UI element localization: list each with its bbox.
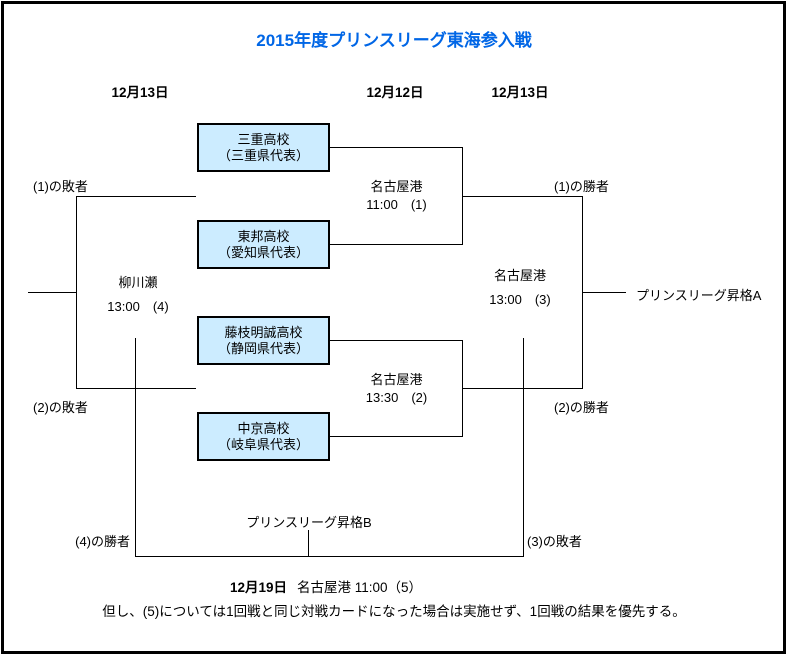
page-title: 2015年度プリンスリーグ東海参入戦 <box>256 31 532 50</box>
team-prefecture: （三重県代表） <box>217 147 309 163</box>
final-match-date: 12月19日 <box>229 580 287 595</box>
line-team2-to-match1 <box>330 244 462 245</box>
line-match2-winner <box>462 388 582 389</box>
label-winner-4: (4)の勝者 <box>75 534 130 549</box>
line-match3-winner-promotion-a <box>582 292 626 293</box>
line-team3-to-match2 <box>330 340 462 341</box>
match-venue: 名古屋港 <box>370 372 423 387</box>
match-4-label: 柳川瀬 13:00 (4) <box>73 275 203 315</box>
team-name: 中京高校 <box>237 420 290 436</box>
match-time: 13:00 (3) <box>489 292 551 307</box>
match-time: 11:00 (1) <box>366 197 427 212</box>
label-loser-3: (3)の敗者 <box>527 534 582 549</box>
label-loser-2: (2)の敗者 <box>33 400 88 415</box>
line-match5-horizontal <box>135 556 524 557</box>
match-3-label: 名古屋港 13:00 (3) <box>455 268 585 308</box>
date-header-right: 12月13日 <box>491 85 549 100</box>
team-box-toho: 東邦高校 （愛知県代表） <box>197 220 330 269</box>
team-prefecture: （静岡県代表） <box>217 340 309 356</box>
team-box-fujieda-meisei: 藤枝明誠高校 （静岡県代表） <box>197 316 330 365</box>
team-name: 東邦高校 <box>237 228 290 244</box>
line-loser2-to-match4 <box>76 388 196 389</box>
label-promotion-b: プリンスリーグ昇格B <box>246 515 372 530</box>
match-venue: 名古屋港 <box>493 268 546 283</box>
final-match-info: 名古屋港 11:00（5） <box>297 580 423 595</box>
label-loser-1: (1)の敗者 <box>33 179 88 194</box>
match-1-label: 名古屋港 11:00 (1) <box>330 179 463 213</box>
footnote: 但し、(5)については1回戦と同じ対戦カードになった場合は実施せず、1回戦の結果… <box>102 604 686 619</box>
line-match4-winner-down <box>135 338 136 557</box>
date-header-left: 12月13日 <box>111 85 169 100</box>
line-team4-to-match2 <box>330 436 462 437</box>
line-team1-to-match1 <box>330 147 462 148</box>
line-match1-winner <box>462 196 582 197</box>
team-prefecture: （愛知県代表） <box>217 244 309 260</box>
team-box-mie: 三重高校 （三重県代表） <box>197 123 330 172</box>
date-header-center: 12月12日 <box>366 85 424 100</box>
match-time: 13:00 (4) <box>107 299 169 314</box>
label-winner-1: (1)の勝者 <box>554 179 609 194</box>
line-match4-vertical <box>76 196 77 389</box>
match-venue: 名古屋港 <box>370 179 423 194</box>
team-prefecture: （岐阜県代表） <box>217 436 309 452</box>
team-box-chukyo: 中京高校 （岐阜県代表） <box>197 412 330 461</box>
team-name: 三重高校 <box>237 131 290 147</box>
match-venue: 柳川瀬 <box>118 275 158 290</box>
match-time: 13:30 (2) <box>365 390 428 405</box>
label-promotion-a: プリンスリーグ昇格A <box>636 288 762 303</box>
line-match3-loser-down <box>523 338 524 557</box>
line-match4-winner-left <box>28 292 76 293</box>
final-match-schedule: 12月19日名古屋港 11:00（5） <box>129 576 523 596</box>
line-loser1-to-match4 <box>76 196 196 197</box>
line-promotion-b-tick <box>308 530 309 556</box>
match-2-label: 名古屋港 13:30 (2) <box>330 372 463 406</box>
team-name: 藤枝明誠高校 <box>224 324 303 340</box>
label-winner-2: (2)の勝者 <box>554 400 609 415</box>
